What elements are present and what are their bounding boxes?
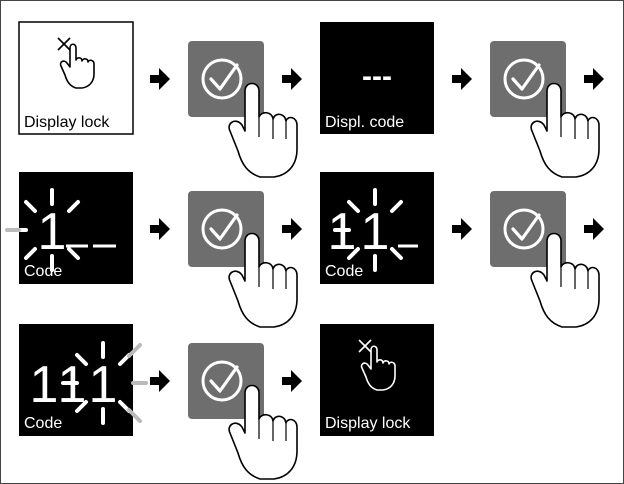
code-digit: 1 <box>38 203 67 261</box>
panel-code-step-2: 1 1 Code <box>320 172 434 284</box>
confirm-button[interactable] <box>188 343 297 479</box>
panel-display-lock-end: Display lock <box>320 324 434 436</box>
arrow-right-icon <box>282 68 302 90</box>
panel-code-step-1: 1 Code <box>5 172 133 284</box>
confirm-button[interactable] <box>490 41 599 177</box>
arrow-right-icon <box>452 218 472 240</box>
confirm-button[interactable] <box>188 41 297 177</box>
panel-label: Code <box>325 263 363 280</box>
confirm-button[interactable] <box>490 191 599 327</box>
arrow-right-icon <box>282 218 302 240</box>
arrow-right-icon <box>150 370 170 392</box>
arrow-right-icon <box>584 218 604 240</box>
panel-code-step-3: 1 1 1 Code <box>19 324 148 436</box>
arrow-right-icon <box>150 68 170 90</box>
panel-label: Display lock <box>325 415 411 432</box>
code-placeholder: --- <box>362 60 392 93</box>
code-digit: 1 <box>30 356 59 414</box>
panel-label: Display lock <box>24 114 110 131</box>
panel-label: Code <box>24 263 62 280</box>
arrow-right-icon <box>282 370 302 392</box>
panel-label: Displ. code <box>325 114 404 131</box>
panel-displ-code: --- Displ. code <box>320 22 434 134</box>
panel-label: Code <box>24 415 62 432</box>
arrow-right-icon <box>150 218 170 240</box>
arrow-right-icon <box>584 68 604 90</box>
confirm-button[interactable] <box>188 191 297 327</box>
arrow-right-icon <box>452 68 472 90</box>
panel-display-lock-start: Display lock <box>18 21 134 135</box>
code-digit: 1 <box>361 203 390 261</box>
code-digit: 1 <box>89 356 118 414</box>
